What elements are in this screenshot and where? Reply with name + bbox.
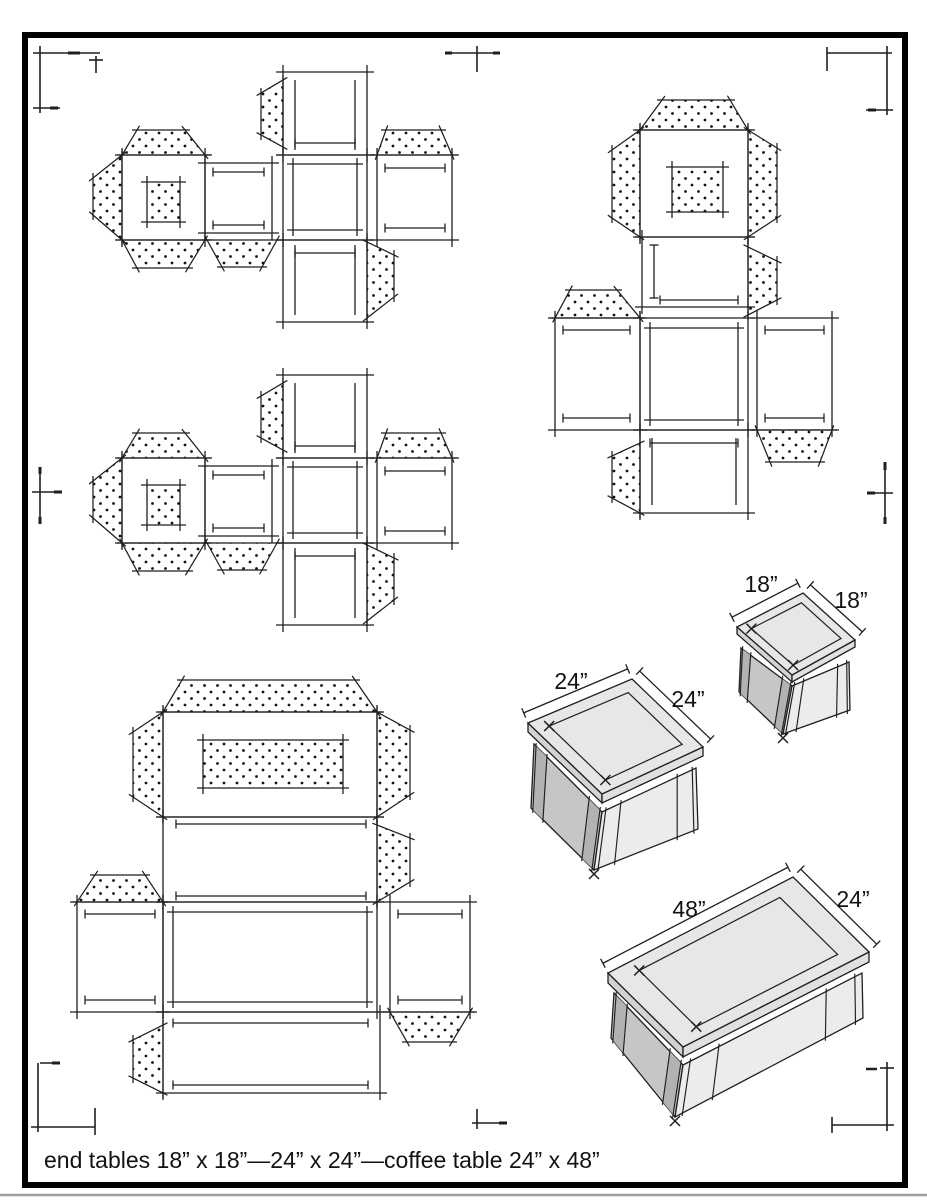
unfold-pattern-end-table-24	[548, 95, 839, 520]
registration-marks	[31, 46, 894, 1135]
unfold-pattern-coffee-table-48	[70, 675, 477, 1100]
dimension-labels: 18” 18” 24” 24” 48” 24”	[554, 571, 869, 922]
page-border-frame	[22, 32, 908, 1188]
assembled-end-table-18-isometric	[729, 578, 867, 744]
dim-label-small-top: 18”	[744, 571, 777, 597]
dim-label-large-top: 24”	[554, 668, 587, 694]
unfold-pattern-end-table-18-first	[88, 65, 459, 329]
dim-label-small-side: 18”	[834, 587, 867, 613]
assembled-end-table-24-isometric	[521, 664, 715, 880]
dim-label-coffee-side: 24”	[836, 886, 869, 912]
dim-label-coffee-top: 48”	[672, 896, 705, 922]
dim-label-large-side: 24”	[671, 686, 704, 712]
caption-text: end tables 18” x 18”—24” x 24”—coffee ta…	[44, 1147, 600, 1173]
assembled-coffee-table-isometric	[600, 862, 881, 1127]
unfold-pattern-end-table-18-second	[88, 368, 459, 632]
